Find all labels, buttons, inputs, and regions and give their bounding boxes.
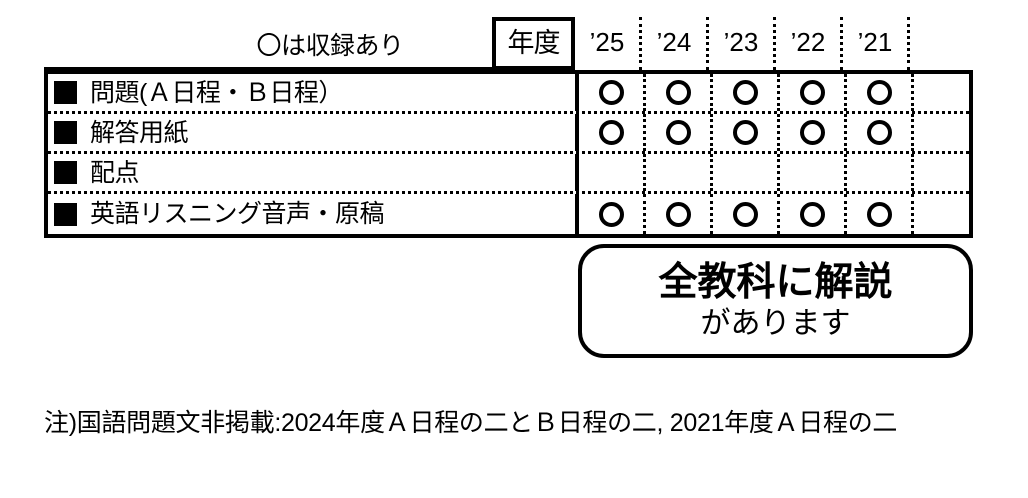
mark-cell: [579, 114, 646, 151]
table-row: 問題(Ａ日程・Ｂ日程）: [48, 74, 969, 114]
mark-cell: [713, 194, 780, 234]
mark-cell: [847, 194, 914, 234]
callout-subline: があります: [700, 306, 851, 340]
row-label-text: 問題(Ａ日程・Ｂ日程）: [90, 78, 343, 107]
collection-legend: 〇は収録あり: [256, 32, 404, 60]
row-cells: [575, 74, 974, 111]
row-cells: [575, 194, 974, 234]
callout-headline: 全教科に解説: [658, 260, 893, 304]
year-header-cell: ’21: [843, 17, 910, 70]
year-header-cell: ’22: [776, 17, 843, 70]
circle-mark-icon: [732, 120, 758, 145]
mark-cell: [847, 74, 914, 111]
mark-cell: [646, 154, 713, 191]
row-label: 配点: [48, 154, 575, 191]
circle-mark-icon: [732, 80, 758, 105]
bullet-square-icon: [54, 121, 77, 144]
mark-cell-empty: [914, 194, 974, 234]
table-row: 配点: [48, 154, 969, 194]
circle-mark-icon: [866, 201, 892, 227]
circle-mark-icon: [665, 201, 691, 227]
mark-cell: [579, 74, 646, 111]
year-header-label: 年度: [492, 17, 575, 70]
row-label-text: 英語リスニング音声・原稿: [90, 200, 385, 228]
contents-table: 問題(Ａ日程・Ｂ日程） 解答用紙 配点: [44, 70, 973, 238]
year-header-row: ’25 ’24 ’23 ’22 ’21: [575, 17, 973, 70]
circle-mark-icon: [799, 201, 825, 227]
row-label: 解答用紙: [48, 114, 575, 151]
year-header-cell: ’23: [709, 17, 776, 70]
mark-cell: [713, 114, 780, 151]
mark-cell: [847, 114, 914, 151]
mark-cell: [579, 194, 646, 234]
mark-cell: [780, 74, 847, 111]
year-header-cell: ’25: [575, 17, 642, 70]
mark-cell: [780, 194, 847, 234]
circle-mark-icon: [799, 120, 825, 145]
row-label-text: 解答用紙: [90, 118, 189, 147]
mark-cell: [646, 194, 713, 234]
circle-mark-icon: [866, 80, 892, 105]
circle-mark-icon: [866, 120, 892, 145]
mark-cell: [713, 74, 780, 111]
bullet-square-icon: [54, 81, 77, 104]
mark-cell-empty: [914, 74, 974, 111]
circle-mark-icon: [598, 201, 624, 227]
row-label: 問題(Ａ日程・Ｂ日程）: [48, 74, 575, 111]
year-header-cell: ’24: [642, 17, 709, 70]
row-label: 英語リスニング音声・原稿: [48, 194, 575, 234]
row-cells: [575, 114, 974, 151]
mark-cell: [579, 154, 646, 191]
footnote-text: 注)国語問題文非掲載:2024年度Ａ日程の二とＢ日程の二, 2021年度Ａ日程の…: [44, 409, 898, 437]
circle-mark-icon: [598, 80, 624, 105]
bullet-square-icon: [54, 202, 77, 226]
table-row: 英語リスニング音声・原稿: [48, 194, 969, 234]
row-label-text: 配点: [90, 158, 140, 187]
circle-mark-icon: [732, 201, 758, 227]
mark-cell: [847, 154, 914, 191]
circle-mark-icon: [799, 80, 825, 105]
mark-cell-empty: [914, 114, 974, 151]
bullet-square-icon: [54, 161, 77, 184]
table-top-rule: [44, 67, 575, 71]
mark-cell: [780, 154, 847, 191]
circle-mark-icon: [598, 120, 624, 145]
year-header-cell-empty: [910, 17, 973, 70]
mark-cell: [646, 74, 713, 111]
circle-mark-icon: [665, 120, 691, 145]
mark-cell: [780, 114, 847, 151]
commentary-callout: 全教科に解説 があります: [578, 244, 973, 358]
mark-cell: [713, 154, 780, 191]
table-row: 解答用紙: [48, 114, 969, 154]
mark-cell-empty: [914, 154, 974, 191]
mark-cell: [646, 114, 713, 151]
circle-mark-icon: [665, 80, 691, 105]
row-cells: [575, 154, 974, 191]
